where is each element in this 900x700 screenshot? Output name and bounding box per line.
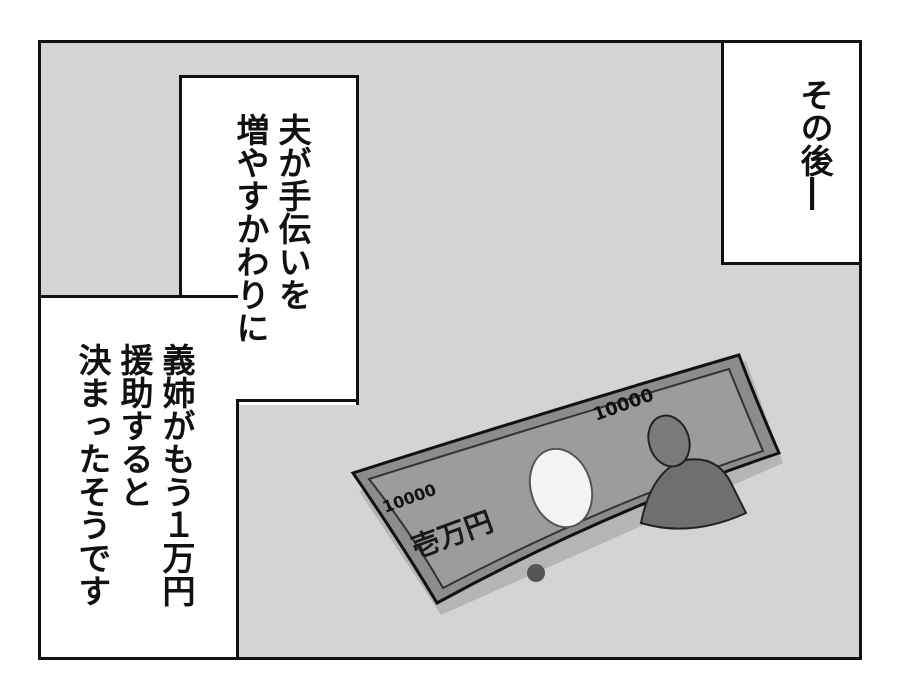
banknote-illustration: 10000 10000 壱万円 bbox=[350, 353, 783, 615]
caption-line: 援助すると bbox=[115, 343, 154, 508]
caption-line: 義姉がもう１万円 bbox=[157, 343, 196, 607]
caption-line: 増やすかわりに bbox=[231, 113, 270, 344]
watermark-oval bbox=[528, 447, 594, 529]
caption-text-top-right: その後― bbox=[793, 78, 835, 210]
caption-box-fill bbox=[41, 298, 236, 657]
comic-panel: 10000 10000 壱万円 その後― 夫が手伝いを 増やすかわりに 義姉がも… bbox=[38, 40, 862, 660]
caption-box-right-edge bbox=[356, 75, 359, 402]
caption-box-edge bbox=[236, 402, 239, 657]
portrait-icon bbox=[639, 414, 748, 530]
seal-dot bbox=[527, 564, 545, 582]
caption-line: その後― bbox=[795, 78, 834, 210]
caption-box-step bbox=[236, 399, 359, 402]
caption-box-top-right: その後― bbox=[721, 43, 859, 265]
caption-line: 決まったそうです bbox=[73, 343, 112, 607]
caption-line: 夫が手伝いを bbox=[273, 113, 312, 311]
caption-text-left-bottom: 義姉がもう１万円 援助すると 決まったそうです bbox=[71, 343, 197, 607]
caption-text-left-top: 夫が手伝いを 増やすかわりに bbox=[229, 113, 313, 344]
